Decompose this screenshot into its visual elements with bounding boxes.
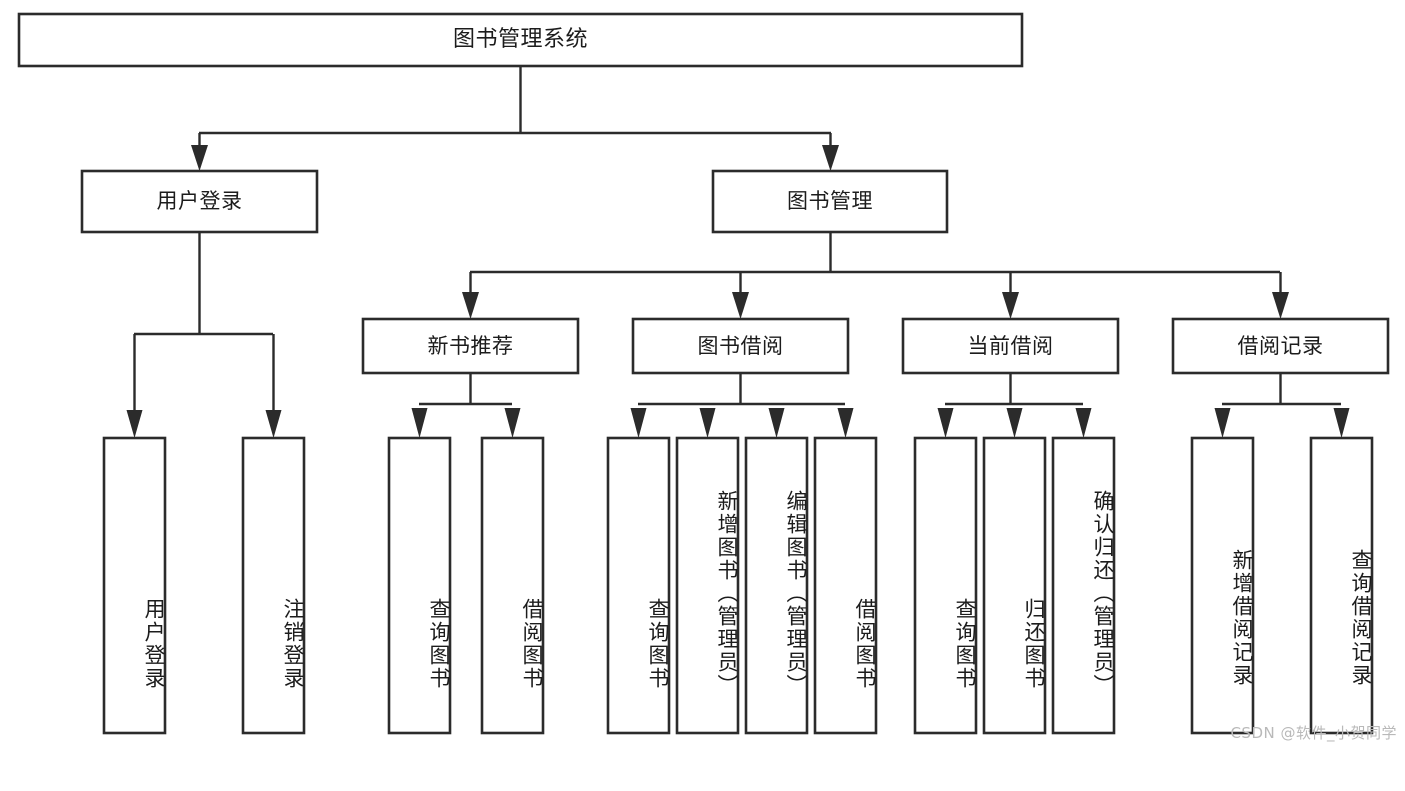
arrow-head-leaf-current-borrow-1 [937, 408, 954, 438]
arrow-head-leaf-borrow-record-2 [1333, 408, 1350, 438]
arrow-head-book-management [822, 145, 839, 171]
node-box-leaf-user-login-2[interactable] [241, 436, 306, 735]
node-box-leaf-user-login-1[interactable] [102, 436, 167, 735]
arrow-head-leaf-book-borrow-2 [699, 408, 716, 438]
arrow-head-borrow-record [1272, 292, 1289, 319]
node-box-leaf-current-borrow-3[interactable] [1051, 436, 1116, 735]
node-box-book-management[interactable] [711, 169, 949, 234]
arrow-head-leaf-user-login-2 [265, 410, 282, 438]
node-box-leaf-borrow-record-2[interactable] [1309, 436, 1374, 735]
node-box-new-book-recommend[interactable] [361, 317, 580, 375]
arrow-head-book-borrow [732, 292, 749, 319]
node-box-leaf-book-borrow-3[interactable] [744, 436, 809, 735]
arrow-head-leaf-book-borrow-1 [630, 408, 647, 438]
arrow-head-leaf-new-book-1 [411, 408, 428, 438]
arrow-head-leaf-user-login-1 [126, 410, 143, 438]
node-box-current-borrow[interactable] [901, 317, 1120, 375]
arrow-head-leaf-book-borrow-3 [768, 408, 785, 438]
node-box-leaf-current-borrow-2[interactable] [982, 436, 1047, 735]
node-box-leaf-current-borrow-1[interactable] [913, 436, 978, 735]
flowchart-svg [17, 12, 1390, 735]
arrow-head-leaf-current-borrow-2 [1006, 408, 1023, 438]
arrow-head-leaf-new-book-2 [504, 408, 521, 438]
arrow-head-leaf-current-borrow-3 [1075, 408, 1092, 438]
node-box-leaf-new-book-1[interactable] [387, 436, 452, 735]
arrow-head-user-login [191, 145, 208, 171]
node-box-root[interactable] [17, 12, 1024, 68]
arrow-head-leaf-borrow-record-1 [1214, 408, 1231, 438]
diagram-canvas: 图书管理系统 用户登录 图书管理 新书推荐 图书借阅 当前借阅 借阅记录 用户登… [17, 12, 1397, 742]
node-box-user-login[interactable] [80, 169, 319, 234]
node-box-borrow-record[interactable] [1171, 317, 1390, 375]
arrow-head-new-book-recommend [462, 292, 479, 319]
node-box-leaf-book-borrow-2[interactable] [675, 436, 740, 735]
arrow-head-leaf-book-borrow-4 [837, 408, 854, 438]
arrow-head-current-borrow [1002, 292, 1019, 319]
node-box-leaf-new-book-2[interactable] [480, 436, 545, 735]
node-box-book-borrow[interactable] [631, 317, 850, 375]
node-box-leaf-book-borrow-1[interactable] [606, 436, 671, 735]
node-box-leaf-borrow-record-1[interactable] [1190, 436, 1255, 735]
node-box-leaf-book-borrow-4[interactable] [813, 436, 878, 735]
